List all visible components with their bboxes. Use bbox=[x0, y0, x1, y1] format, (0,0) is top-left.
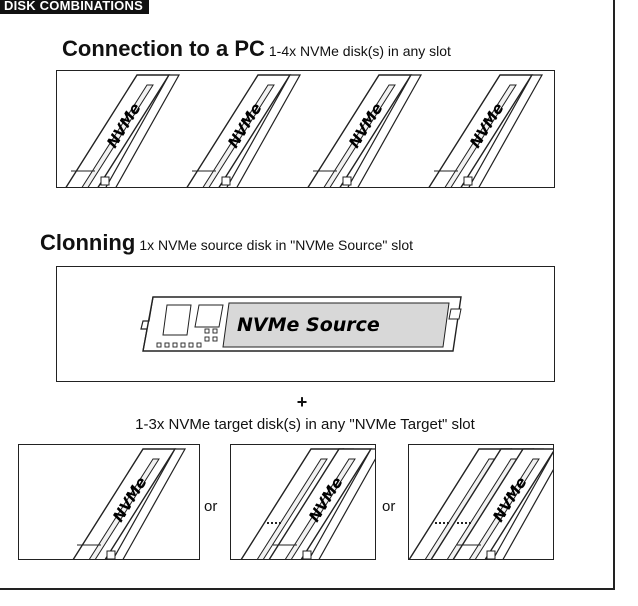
nvme-stick: NVMe bbox=[307, 74, 423, 187]
cloning-subtitle: 1x NVMe source disk in "NVMe Source" slo… bbox=[139, 237, 414, 253]
cloning-source-box: NVMe Source bbox=[56, 266, 555, 382]
target-disk-illustration-1: NVMe bbox=[72, 448, 187, 559]
frame-right-border bbox=[613, 0, 615, 590]
plus-sign: + bbox=[296, 392, 308, 412]
pc-title: Connection to a PC bbox=[62, 36, 265, 61]
source-disk-illustration: NVMe Source bbox=[140, 296, 462, 352]
target-disk-illustration-2: NVMe bbox=[240, 448, 375, 559]
target-disk-illustration-3: NVMe bbox=[409, 448, 553, 559]
or-separator-2: or bbox=[382, 498, 396, 515]
target-caption: 1-3x NVMe target disk(s) in any "NVMe Ta… bbox=[135, 416, 475, 433]
pc-disk-illustration: NVMe NVMe NVMe NVMe bbox=[65, 74, 544, 187]
nvme-stick: NVMe bbox=[65, 74, 181, 187]
section-tag: DISK COMBINATIONS bbox=[0, 0, 149, 14]
nvme-stick: NVMe bbox=[186, 74, 302, 187]
target-box-3: NVMe bbox=[408, 444, 554, 560]
pc-subtitle: 1-4x NVMe disk(s) in any slot bbox=[268, 43, 451, 59]
nvme-stick: NVMe bbox=[452, 448, 553, 559]
source-stick-label: NVMe Source bbox=[237, 314, 380, 336]
nvme-stick: NVMe bbox=[268, 448, 375, 559]
nvme-source-stick: NVMe Source bbox=[140, 296, 462, 352]
pc-disk-box: NVMe NVMe NVMe NVMe bbox=[56, 70, 555, 188]
nvme-stick: NVMe bbox=[428, 74, 544, 187]
target-box-2: NVMe bbox=[230, 444, 376, 560]
or-separator-1: or bbox=[204, 498, 218, 515]
nvme-stick: NVMe bbox=[72, 448, 187, 559]
frame-bottom-border bbox=[0, 588, 615, 590]
target-box-1: NVMe bbox=[18, 444, 200, 560]
cloning-title: Clonning bbox=[40, 230, 136, 255]
